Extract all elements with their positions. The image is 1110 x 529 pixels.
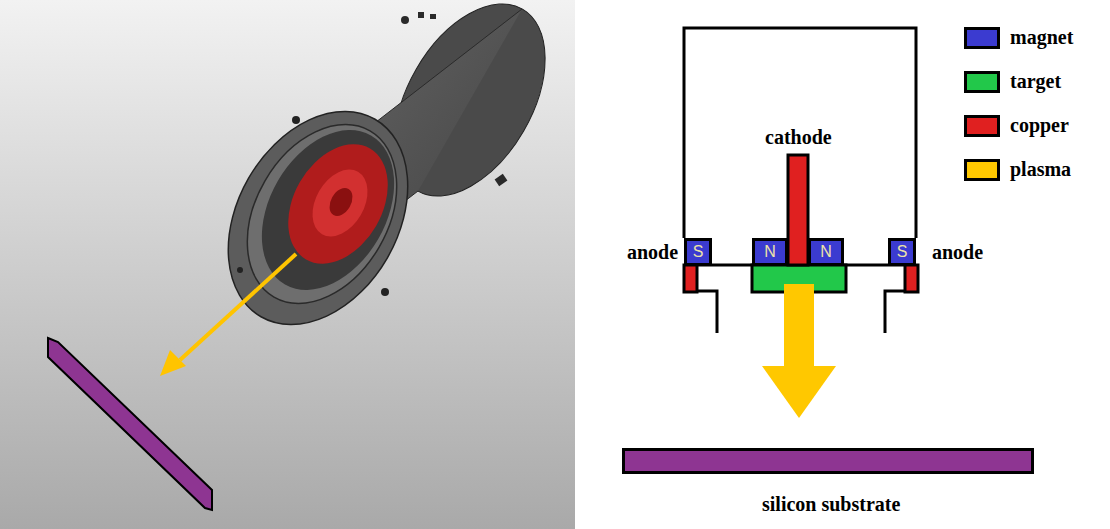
legend-swatch	[964, 71, 1000, 93]
substrate-label: silicon substrate	[762, 493, 900, 515]
legend-text: magnet	[1010, 26, 1073, 48]
substrate-render	[48, 338, 212, 510]
legend-text: copper	[1010, 114, 1069, 136]
legend-swatch	[964, 159, 1000, 181]
legend-swatch	[964, 115, 1000, 137]
cathode-label: cathode	[765, 126, 832, 148]
anode-copper	[684, 265, 697, 292]
magnet-pole: N	[764, 244, 776, 260]
anode-copper	[905, 265, 918, 292]
magnet-box: S	[888, 238, 916, 266]
magnet-box: N	[808, 238, 844, 266]
magnetron-render	[192, 0, 576, 357]
magnet-pole: N	[820, 244, 832, 260]
anode-label: anode	[627, 241, 678, 263]
plasma-arrow	[762, 284, 836, 418]
magnet-pole: S	[897, 244, 908, 260]
legend-text: plasma	[1010, 158, 1071, 180]
magnet-box: S	[684, 238, 712, 266]
cathode-copper	[788, 155, 808, 265]
substrate-bar: silicon substrate	[622, 448, 1034, 474]
legend-text: target	[1010, 70, 1061, 92]
magnet-pole: S	[693, 244, 704, 260]
plasma-arrow-render	[160, 254, 296, 376]
magnet-box: N	[752, 238, 788, 266]
anode-label: anode	[932, 241, 983, 263]
legend-swatch	[964, 27, 1000, 49]
